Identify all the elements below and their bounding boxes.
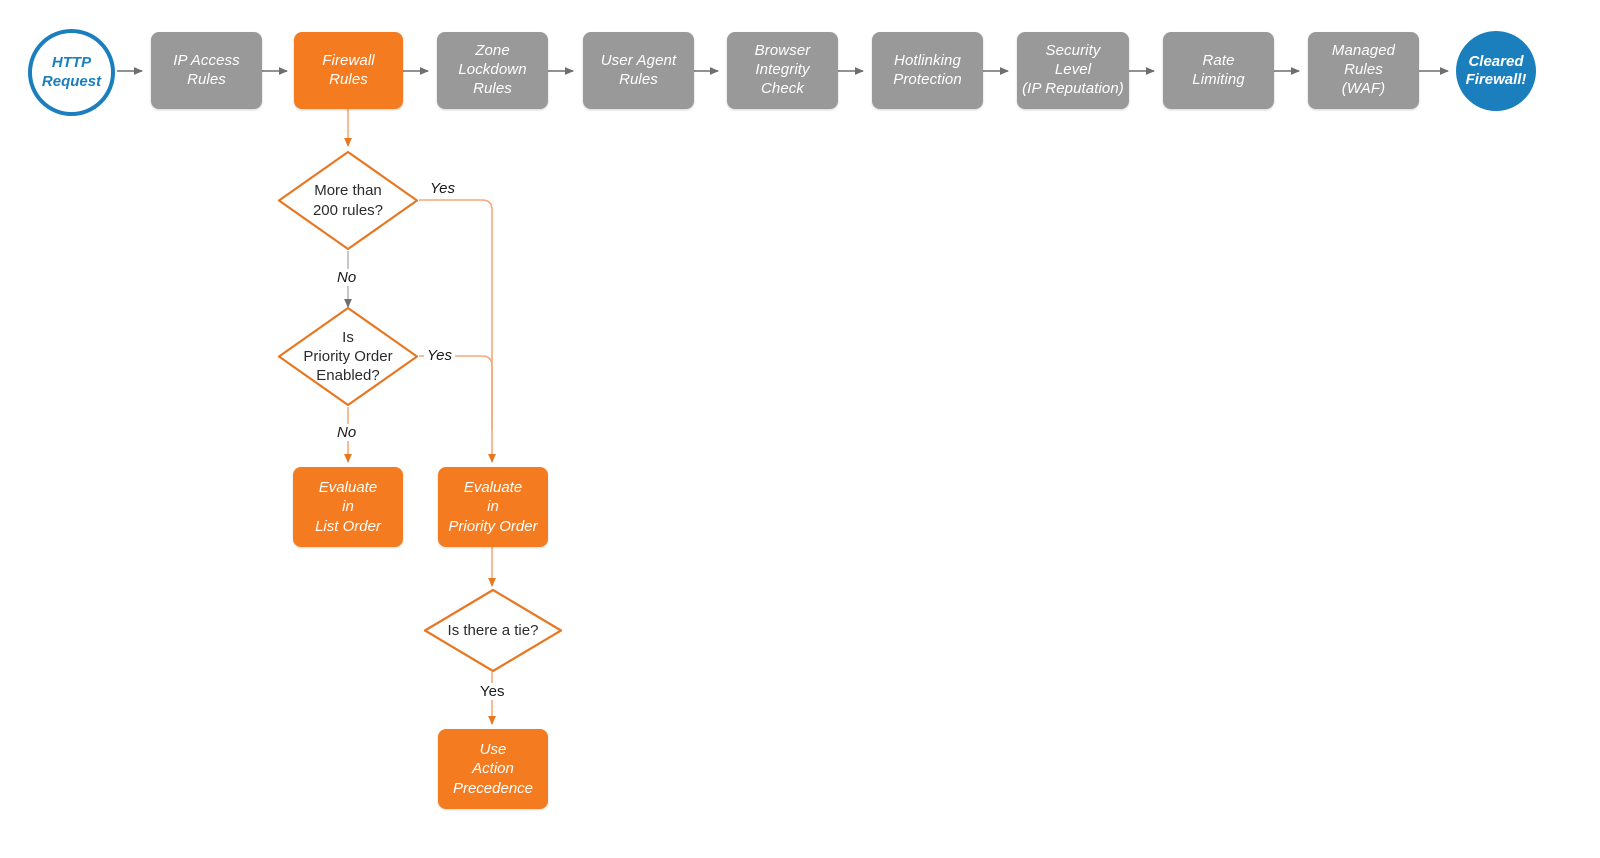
- edge-label-yes-tie: Yes: [477, 683, 508, 700]
- diamond-shape-is-there-a-tie: [423, 588, 563, 673]
- edge-yes-200-to-priority: [419, 199, 496, 463]
- node-label-zone-lockdown-rules: Zone Lockdown Rules: [458, 42, 527, 97]
- node-label-security-level: Security Level (IP Reputation): [1022, 42, 1124, 97]
- node-label-managed-rules-waf: Managed Rules (WAF): [1331, 42, 1396, 97]
- node-use-action-precedence[interactable]: Use Action Precedence: [438, 729, 548, 809]
- diamond-shape-200-rules: [277, 150, 419, 251]
- node-managed-rules-waf[interactable]: Managed Rules (WAF): [1308, 32, 1419, 109]
- node-label-http-request: HTTP Request: [41, 54, 102, 90]
- edge-label-yes-200-rules: Yes: [427, 180, 459, 197]
- node-label-cleared-firewall: Cleared Firewall!: [1465, 52, 1527, 88]
- node-cleared-firewall[interactable]: Cleared Firewall!: [1456, 31, 1536, 111]
- node-zone-lockdown-rules[interactable]: Zone Lockdown Rules: [437, 32, 548, 109]
- node-browser-integrity-check[interactable]: Browser Integrity Check: [727, 32, 838, 109]
- node-decision-more-than-200-rules[interactable]: More than 200 rules?: [277, 150, 419, 251]
- node-label-rate-limiting: Rate Limiting: [1192, 51, 1245, 88]
- diamond-shape-priority-order: [277, 306, 419, 407]
- node-label-ip-access-rules: IP Access Rules: [173, 51, 240, 88]
- node-evaluate-in-list-order[interactable]: Evaluate in List Order: [293, 467, 403, 547]
- node-rate-limiting[interactable]: Rate Limiting: [1163, 32, 1274, 109]
- node-security-level[interactable]: Security Level (IP Reputation): [1017, 32, 1129, 109]
- edge-label-no-priority-order: No: [334, 424, 360, 441]
- edge-label-yes-priority-order: Yes: [424, 347, 456, 364]
- node-label-use-action-precedence: Use Action Precedence: [452, 740, 534, 797]
- node-firewall-rules[interactable]: Firewall Rules: [294, 32, 403, 109]
- node-decision-is-there-a-tie[interactable]: Is there a tie?: [423, 588, 563, 673]
- node-user-agent-rules[interactable]: User Agent Rules: [583, 32, 694, 109]
- edge-label-no-200-rules: No: [334, 269, 360, 286]
- node-label-user-agent-rules: User Agent Rules: [600, 51, 677, 88]
- node-ip-access-rules[interactable]: IP Access Rules: [151, 32, 262, 109]
- node-evaluate-in-priority-order[interactable]: Evaluate in Priority Order: [438, 467, 548, 547]
- node-label-hotlinking-protection: Hotlinking Protection: [893, 51, 962, 88]
- node-label-evaluate-in-priority-order: Evaluate in Priority Order: [448, 478, 538, 535]
- node-hotlinking-protection[interactable]: Hotlinking Protection: [872, 32, 983, 109]
- edge-yes-priority-to-merge: [419, 355, 493, 430]
- node-label-browser-integrity-check: Browser Integrity Check: [754, 42, 811, 97]
- node-http-request[interactable]: HTTP Request: [28, 29, 115, 116]
- node-decision-is-priority-order-enabled[interactable]: Is Priority Order Enabled?: [277, 306, 419, 407]
- node-label-firewall-rules: Firewall Rules: [322, 51, 375, 88]
- node-label-evaluate-in-list-order: Evaluate in List Order: [315, 478, 381, 535]
